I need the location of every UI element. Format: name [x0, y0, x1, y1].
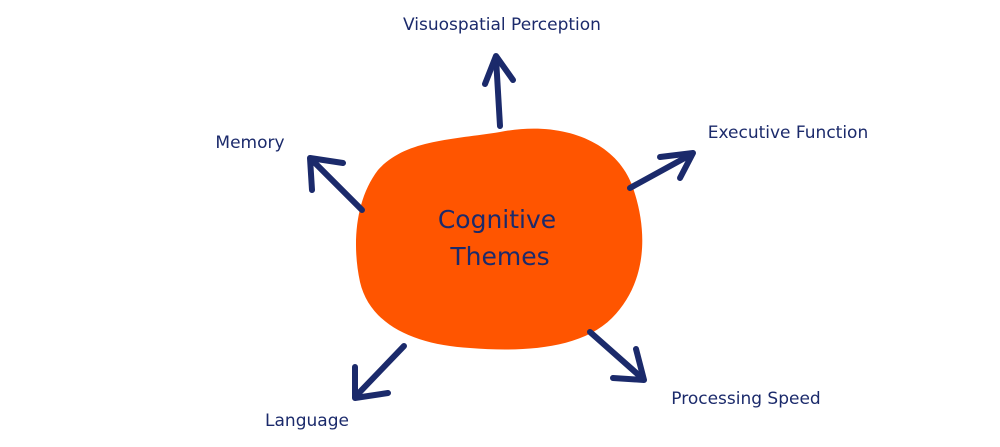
label-executive-function: Executive Function	[708, 123, 868, 143]
center-title-line2: Themes	[449, 242, 549, 271]
arrow-executive-function	[627, 150, 696, 191]
arrow-language	[352, 343, 407, 401]
label-memory: Memory	[215, 133, 284, 153]
arrow-visuospatial	[482, 53, 516, 129]
label-visuospatial-perception: Visuospatial Perception	[403, 15, 601, 35]
arrow-processing-speed	[587, 329, 647, 383]
label-language: Language	[265, 411, 349, 431]
label-processing-speed: Processing Speed	[671, 389, 820, 409]
arrow-memory	[307, 155, 365, 213]
central-blob	[355, 128, 643, 350]
center-title-line1: Cognitive	[438, 205, 556, 234]
